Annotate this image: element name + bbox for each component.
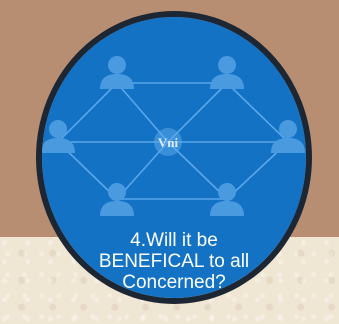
badge-fill [42, 17, 306, 298]
logo-text: Vni [158, 135, 179, 150]
network-badge: Vni [36, 11, 312, 304]
network-graphic: Vni [42, 17, 306, 298]
caption-line-1: 4.Will it be [130, 230, 218, 251]
logo-icon: Vni [154, 128, 182, 156]
caption-line-2: BENEFICAL to all [98, 251, 250, 272]
caption: 4.Will it be BENEFICAL to all Concerned? [66, 230, 282, 293]
caption-line-3: Concerned? [122, 272, 226, 293]
